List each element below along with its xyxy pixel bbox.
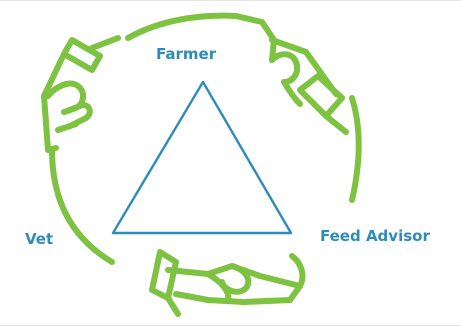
circle-arc-right [349,95,362,203]
circle-arc-top [125,12,239,41]
hand-icon [233,13,349,135]
hand-icon [149,249,306,317]
node-label-farmer: Farmer [156,45,217,63]
triad-triangle [111,80,293,235]
hands-circle [41,12,362,317]
circle-arc-left [49,147,115,265]
hand-icon [41,35,121,153]
node-label-feed-advisor: Feed Advisor [320,227,430,245]
node-label-vet: Vet [25,230,54,248]
